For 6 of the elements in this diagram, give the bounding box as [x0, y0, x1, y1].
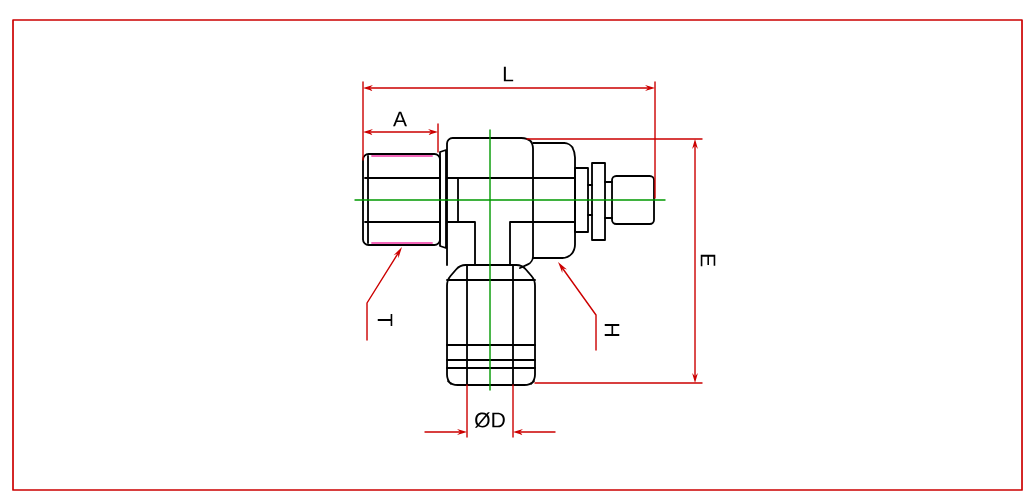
dimension-label: ØD — [474, 412, 505, 428]
dimension-label: A — [393, 111, 407, 127]
dimension-label: E — [700, 254, 716, 267]
callout-letter: T — [377, 314, 393, 326]
dimension-label: L — [503, 66, 514, 82]
callout-letter: H — [604, 324, 620, 336]
